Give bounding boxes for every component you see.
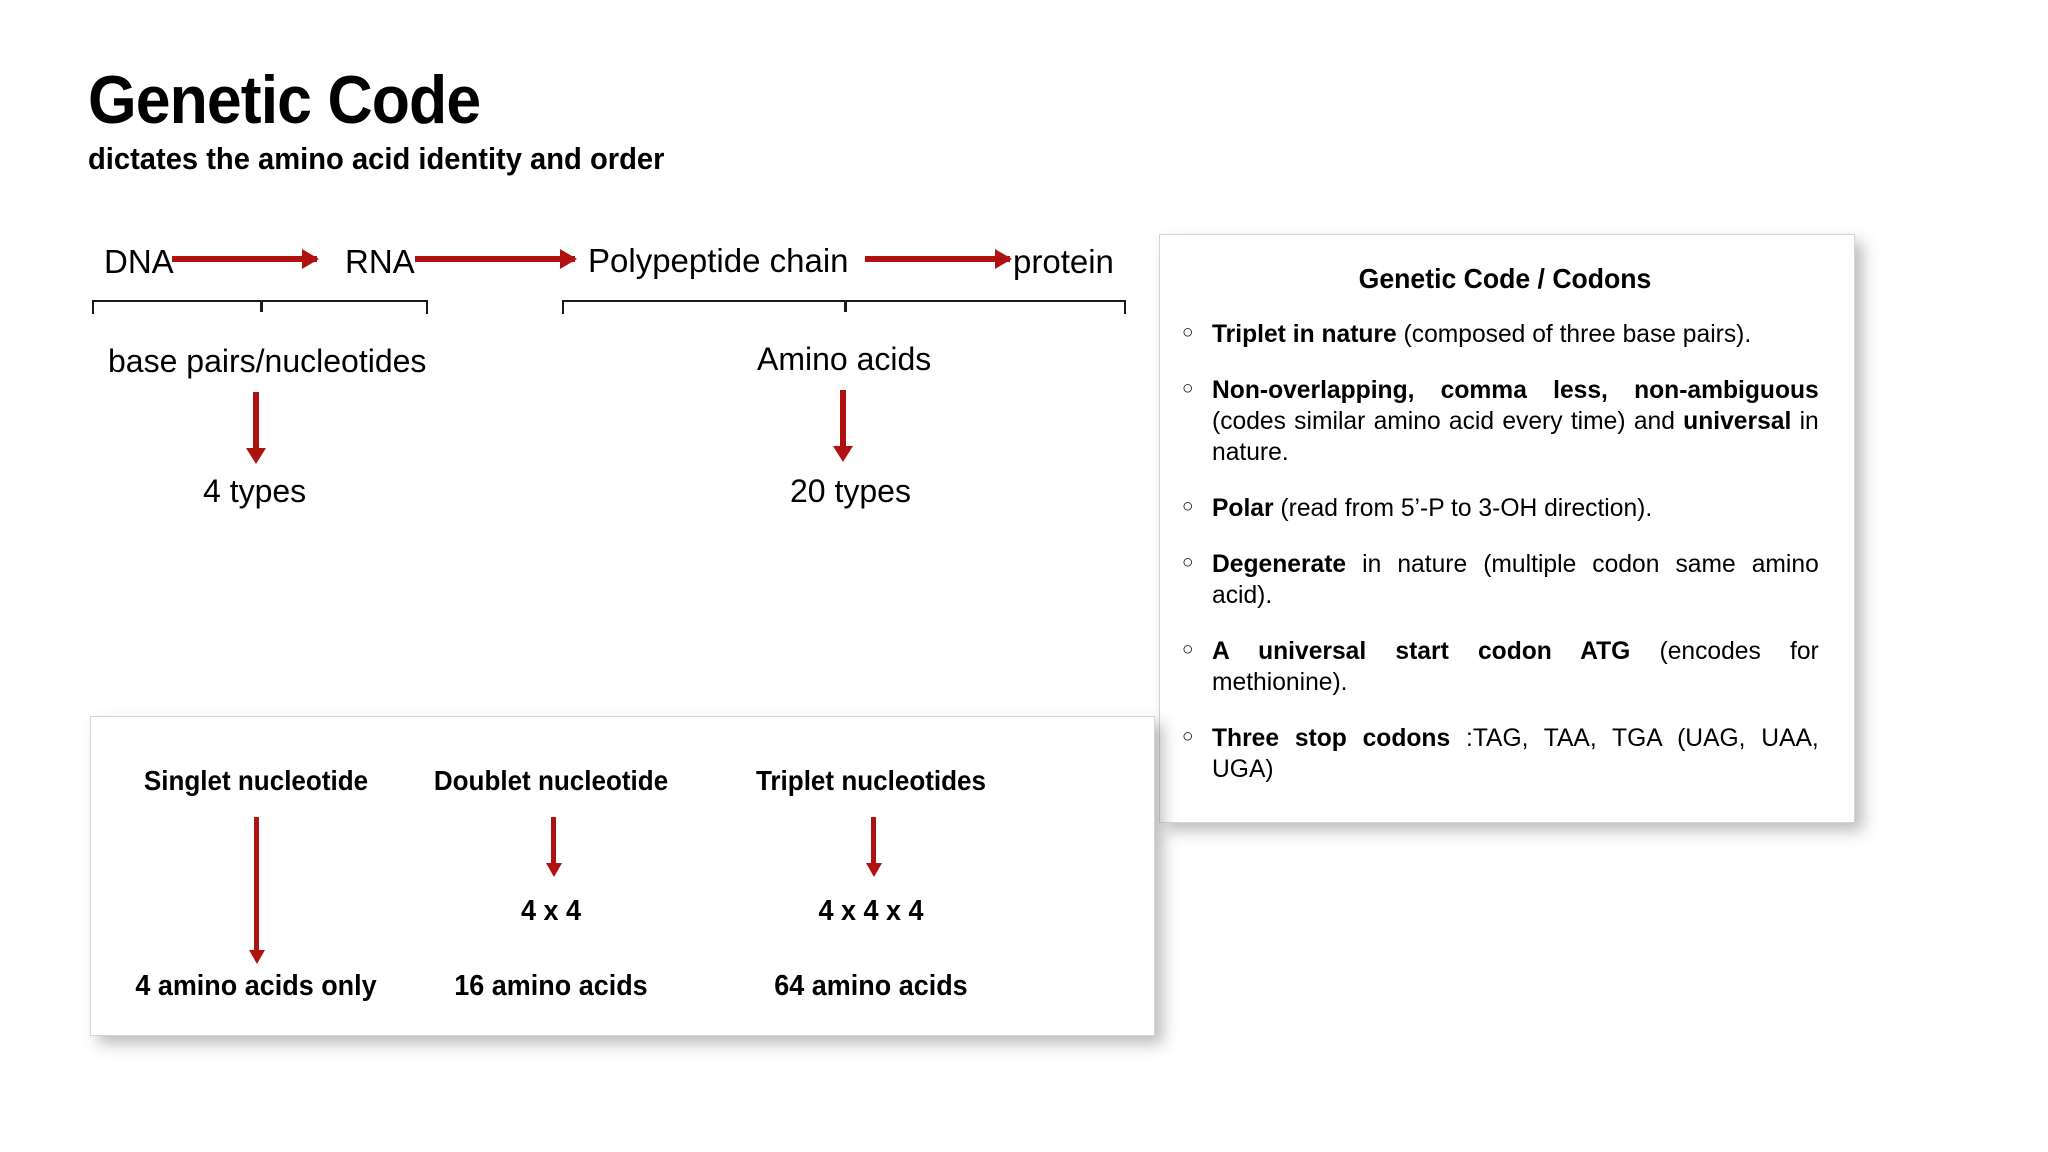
column-heading-doublet: Doublet nucleotide [433,765,669,796]
group-count-4-types: 4 types [203,473,307,509]
codon-bullet-start-codon: ○ A universal start codon ATG (encodes f… [1182,636,1828,698]
circle-outline-bullet-icon: ○ [1182,552,1194,573]
column-result-doublet: 16 amino acids [454,970,648,1002]
circle-outline-bullet-icon: ○ [1182,496,1194,517]
circle-outline-bullet-icon: ○ [1182,378,1194,399]
page-title: Genetic Code [88,62,481,138]
brace-amino-acids [562,300,1126,314]
arrow-down-base-pairs [253,392,259,450]
flow-node-rna: RNA [345,243,415,280]
flow-node-dna: DNA [104,243,174,280]
circle-outline-bullet-icon: ○ [1182,639,1194,660]
column-result-singlet: 4 amino acids only [135,970,377,1002]
column-heading-singlet: Singlet nucleotide [143,765,369,796]
genetic-code-codons-panel: Genetic Code / Codons ○ Triplet in natur… [1159,234,1855,823]
codon-bullet-polar: ○ Polar (read from 5’-P to 3-OH directio… [1182,493,1828,524]
codon-bullet-text: Three stop codons :TAG, TAA, TGA (UAG, U… [1212,724,1819,783]
group-count-20-types: 20 types [790,473,911,509]
arrow-rna-to-polypeptide [415,256,575,262]
column-middle-doublet: 4 x 4 [521,895,581,927]
arrow-dna-to-rna [172,256,317,262]
brace-nucleotides [92,300,428,314]
codon-bullet-stop-codons: ○ Three stop codons :TAG, TAA, TGA (UAG,… [1182,723,1828,785]
circle-outline-bullet-icon: ○ [1182,726,1194,747]
arrow-down-triplet [871,817,876,865]
page-subtitle: dictates the amino acid identity and ord… [88,141,665,176]
column-heading-triplet: Triplet nucleotides [755,765,987,796]
group-label-base-pairs: base pairs/nucleotides [108,343,427,379]
brace-tick [260,301,263,312]
codon-bullet-text: Degenerate in nature (multiple codon sam… [1212,550,1819,609]
arrow-polypeptide-to-protein [865,256,1010,262]
arrow-down-singlet [254,817,259,952]
circle-outline-bullet-icon: ○ [1182,322,1194,343]
brace-tick [844,301,847,312]
column-middle-triplet: 4 x 4 x 4 [818,895,924,927]
codon-panel-title: Genetic Code / Codons [1358,263,1652,294]
codon-bullet-text: Triplet in nature (composed of three bas… [1212,320,1752,348]
codon-bullet-degenerate: ○ Degenerate in nature (multiple codon s… [1182,549,1828,611]
codon-bullet-non-overlapping: ○ Non-overlapping, comma less, non-ambig… [1182,375,1828,468]
codon-bullet-text: Non-overlapping, comma less, non-ambiguo… [1212,376,1819,466]
column-result-triplet: 64 amino acids [774,970,968,1002]
flow-node-protein: protein [1013,243,1114,280]
arrow-down-amino-acids [840,390,846,448]
codon-bullet-text: Polar (read from 5’-P to 3-OH direction)… [1212,494,1653,522]
group-label-amino-acids: Amino acids [757,341,932,377]
flow-node-polypeptide: Polypeptide chain [588,242,849,279]
nucleotide-comparison-panel: Singlet nucleotide 4 amino acids only Do… [90,716,1155,1036]
codon-bullet-text: A universal start codon ATG (encodes for… [1212,637,1819,696]
arrow-down-doublet [551,817,556,865]
codon-bullet-triplet: ○ Triplet in nature (composed of three b… [1182,319,1828,350]
